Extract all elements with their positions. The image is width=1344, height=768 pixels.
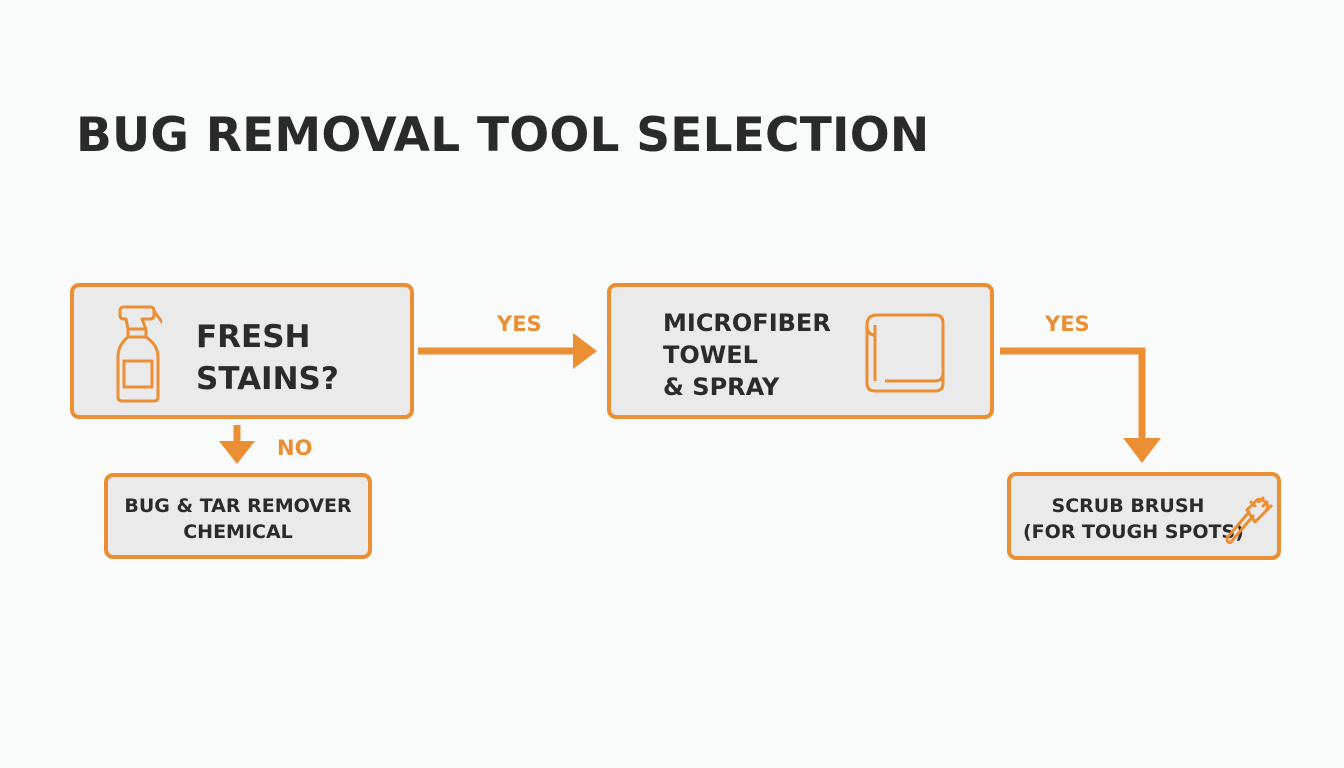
step-label: MICROFIBER TOWEL & SPRAY [663, 307, 831, 403]
node-text-line: CHEMICAL [183, 521, 293, 543]
step-label: SCRUB BRUSH (FOR TOUGH SPOTS) [1023, 493, 1244, 545]
step-node-microfiber-towel: MICROFIBER TOWEL & SPRAY [607, 283, 994, 419]
node-text-line: SCRUB BRUSH [1051, 495, 1205, 517]
node-text-line: STAINS? [196, 361, 339, 397]
diagram-title: BUG REMOVAL TOOL SELECTION [76, 108, 930, 163]
no-label: NO [277, 436, 313, 460]
yes-label: YES [497, 312, 542, 336]
node-text-line: BUG & TAR REMOVER [124, 495, 352, 517]
node-text-line: TOWEL [663, 341, 758, 369]
step-label: BUG & TAR REMOVER CHEMICAL [108, 493, 368, 545]
no-arrowhead [219, 441, 255, 464]
node-text-line: MICROFIBER [663, 309, 831, 337]
step-node-bug-tar-remover: BUG & TAR REMOVER CHEMICAL [104, 473, 372, 559]
yes-arrow-line-2 [1000, 347, 1146, 441]
yes-label: YES [1045, 312, 1090, 336]
spray-bottle-icon [116, 305, 162, 403]
folded-towel-icon [865, 313, 945, 393]
yes-arrowhead-1 [573, 333, 597, 369]
decision-node-fresh-stains: FRESH STAINS? [70, 283, 414, 419]
node-text-line: (FOR TOUGH SPOTS) [1023, 521, 1244, 543]
node-text-line: FRESH [196, 319, 311, 355]
decision-question: FRESH STAINS? [196, 316, 339, 400]
yes-arrowhead-2 [1123, 438, 1161, 463]
node-text-line: & SPRAY [663, 373, 780, 401]
step-node-scrub-brush: SCRUB BRUSH (FOR TOUGH SPOTS) [1007, 472, 1281, 560]
scrub-brush-icon [1225, 496, 1273, 544]
